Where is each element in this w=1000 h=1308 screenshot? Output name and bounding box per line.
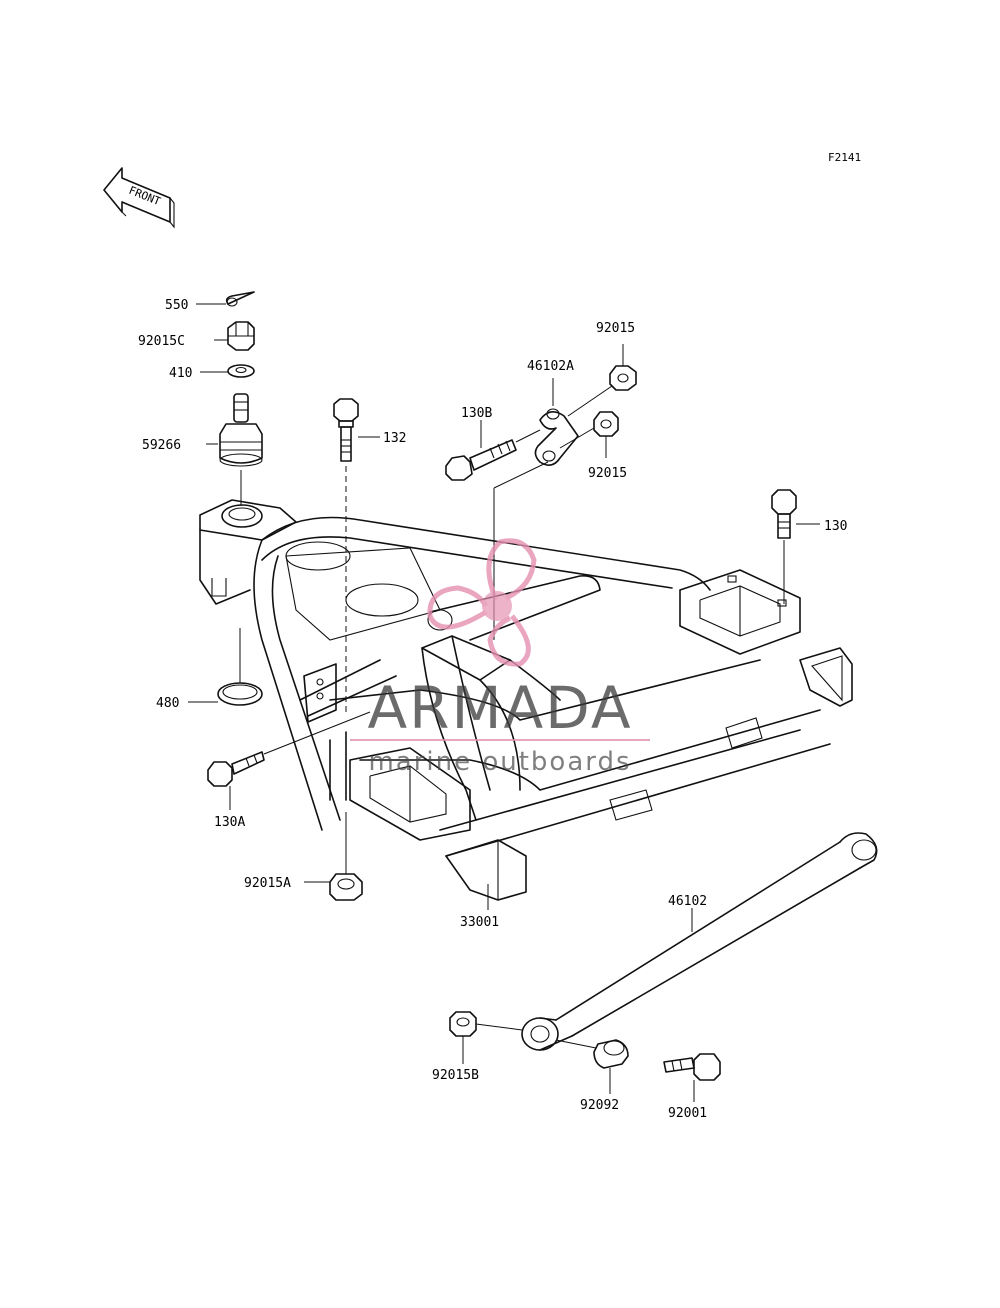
- label-480: 480: [156, 696, 179, 711]
- label-130a: 130A: [214, 815, 245, 830]
- watermark: ARMADA marine outboards: [350, 538, 650, 777]
- bolt-92001: [663, 1053, 721, 1081]
- ball-joint-59266: [219, 393, 263, 467]
- label-92092: 92092: [580, 1098, 619, 1113]
- label-92015b: 92015B: [432, 1068, 479, 1083]
- propeller-logo-icon: [427, 538, 537, 667]
- nut-92015a: [329, 873, 363, 901]
- front-arrow-icon: FRONT: [103, 167, 175, 229]
- bolt-130a: [207, 751, 265, 787]
- snap-ring-480: [217, 682, 263, 706]
- label-550: 550: [165, 298, 188, 313]
- leader-lines: [188, 303, 820, 1102]
- bushing-92092: [593, 1039, 629, 1069]
- washer-410: [227, 364, 255, 378]
- label-59266: 59266: [142, 438, 181, 453]
- label-92015-mid: 92015: [588, 466, 627, 481]
- label-92015c: 92015C: [138, 334, 185, 349]
- label-410: 410: [169, 366, 192, 381]
- label-92015a: 92015A: [244, 876, 291, 891]
- label-92015-top: 92015: [596, 321, 635, 336]
- watermark-tagline: marine outboards: [368, 747, 631, 777]
- nut-92015b: [449, 1011, 477, 1037]
- label-130b: 130B: [461, 406, 492, 421]
- label-33001: 33001: [460, 915, 499, 930]
- label-130: 130: [824, 519, 847, 534]
- label-46102: 46102: [668, 894, 707, 909]
- cotter-pin-550: [225, 291, 255, 307]
- label-92001: 92001: [668, 1106, 707, 1121]
- castle-nut-92015c: [227, 321, 255, 351]
- nut-92015-mid: [593, 411, 619, 437]
- watermark-brand: ARMADA: [367, 674, 632, 742]
- bolt-132: [333, 398, 359, 462]
- label-132: 132: [383, 431, 406, 446]
- bolt-130: [771, 489, 797, 539]
- torque-rod-46102: [521, 832, 878, 1051]
- link-plate-46102a: [534, 408, 579, 466]
- figure-code: F2141: [828, 151, 861, 164]
- bolt-130b: [445, 439, 517, 481]
- nut-92015-top: [609, 365, 637, 391]
- label-46102a: 46102A: [527, 359, 574, 374]
